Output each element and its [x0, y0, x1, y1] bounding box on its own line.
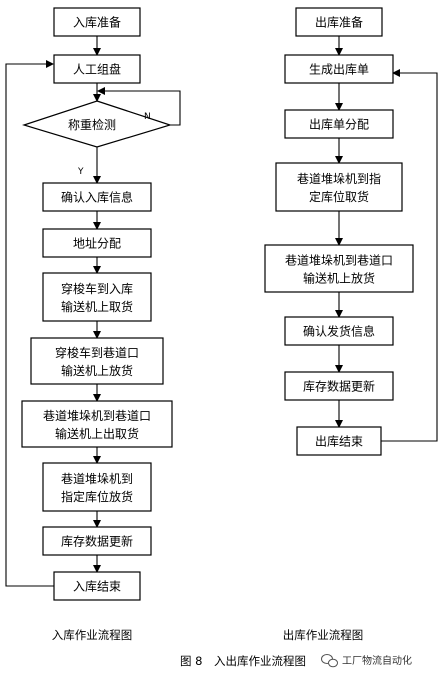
node-stacker-store [42, 462, 152, 512]
inbound-flowchart: 入库准备 人工组盘 称重检测 N Y 确认入库信息 地址分配 穿梭车到入库 输送… [5, 7, 181, 642]
node-manual-pallet-label: 人工组盘 [73, 62, 121, 77]
edge-inbound-loop-back [5, 60, 54, 587]
node-inbound-inventory-update-label: 库存数据更新 [61, 534, 133, 549]
edge-weigh-no-loop [97, 87, 181, 126]
node-outbound-prepare-label: 出库准备 [315, 15, 363, 30]
node-inbound-end-label: 入库结束 [73, 579, 121, 594]
node-outbound-end [296, 426, 382, 456]
node-allocate-order-label: 出库单分配 [309, 117, 369, 132]
node-weigh-check-decision [22, 100, 172, 148]
node-stacker-deliver-line2: 输送机上放货 [303, 271, 375, 286]
node-stacker-pickup-line1: 巷道堆垛机到巷道口 [43, 408, 151, 423]
branch-yes-label: Y [77, 167, 84, 177]
node-stacker-retrieve [275, 162, 403, 212]
node-address-assign-label: 地址分配 [73, 237, 121, 251]
node-shuttle-pickup [42, 272, 152, 322]
node-manual-pallet [53, 54, 141, 84]
edge-outbound-loop-back [381, 69, 438, 442]
node-stacker-pickup [21, 400, 173, 448]
node-weigh-check-label: 称重检测 [68, 117, 116, 132]
node-stacker-retrieve-line2: 定库位取货 [309, 189, 369, 204]
node-confirm-shipment-label: 确认发货信息 [303, 324, 375, 339]
node-outbound-prepare [295, 7, 383, 37]
node-inbound-prepare-label: 入库准备 [73, 15, 121, 30]
node-outbound-inventory-update-label: 库存数据更新 [303, 379, 375, 394]
node-confirm-shipment [284, 316, 394, 346]
wechat-icon [321, 654, 338, 668]
figure-caption: 图 8 入出库作业流程图 [180, 654, 306, 668]
outbound-flowchart: 出库准备 生成出库单 出库单分配 巷道堆垛机到指 定库位取货 巷道堆垛机到巷道口… [264, 7, 438, 642]
node-stacker-store-line1: 巷道堆垛机到 [61, 471, 133, 486]
node-generate-order-label: 生成出库单 [309, 62, 369, 77]
node-shuttle-drop [30, 337, 164, 385]
node-address-assign [42, 228, 152, 258]
node-stacker-deliver-line1: 巷道堆垛机到巷道口 [285, 253, 393, 268]
node-stacker-pickup-line2: 输送机上出取货 [55, 426, 139, 441]
node-shuttle-drop-line2: 输送机上放货 [61, 363, 133, 378]
node-shuttle-pickup-line2: 输送机上取货 [61, 299, 133, 314]
node-shuttle-pickup-line1: 穿梭车到入库 [61, 281, 133, 296]
node-generate-order [284, 54, 394, 84]
node-shuttle-drop-line1: 穿梭车到巷道口 [55, 345, 139, 360]
node-outbound-inventory-update [284, 371, 394, 401]
node-stacker-deliver [264, 244, 414, 293]
node-confirm-inbound-info-label: 确认入库信息 [61, 190, 133, 205]
node-outbound-end-label: 出库结束 [315, 434, 363, 449]
node-inbound-end [53, 571, 141, 601]
watermark: 工厂物流自动化 [321, 654, 412, 668]
node-stacker-retrieve-line1: 巷道堆垛机到指 [297, 171, 381, 186]
outbound-caption: 出库作业流程图 [283, 628, 364, 642]
node-stacker-store-line2: 指定库位放货 [61, 489, 133, 504]
node-allocate-order [284, 109, 394, 139]
node-inbound-inventory-update [42, 526, 152, 556]
branch-no-label: N [144, 112, 151, 122]
watermark-text: 工厂物流自动化 [342, 654, 412, 667]
node-confirm-inbound-info [42, 182, 152, 212]
node-inbound-prepare [53, 7, 141, 37]
inbound-caption: 入库作业流程图 [52, 628, 133, 642]
